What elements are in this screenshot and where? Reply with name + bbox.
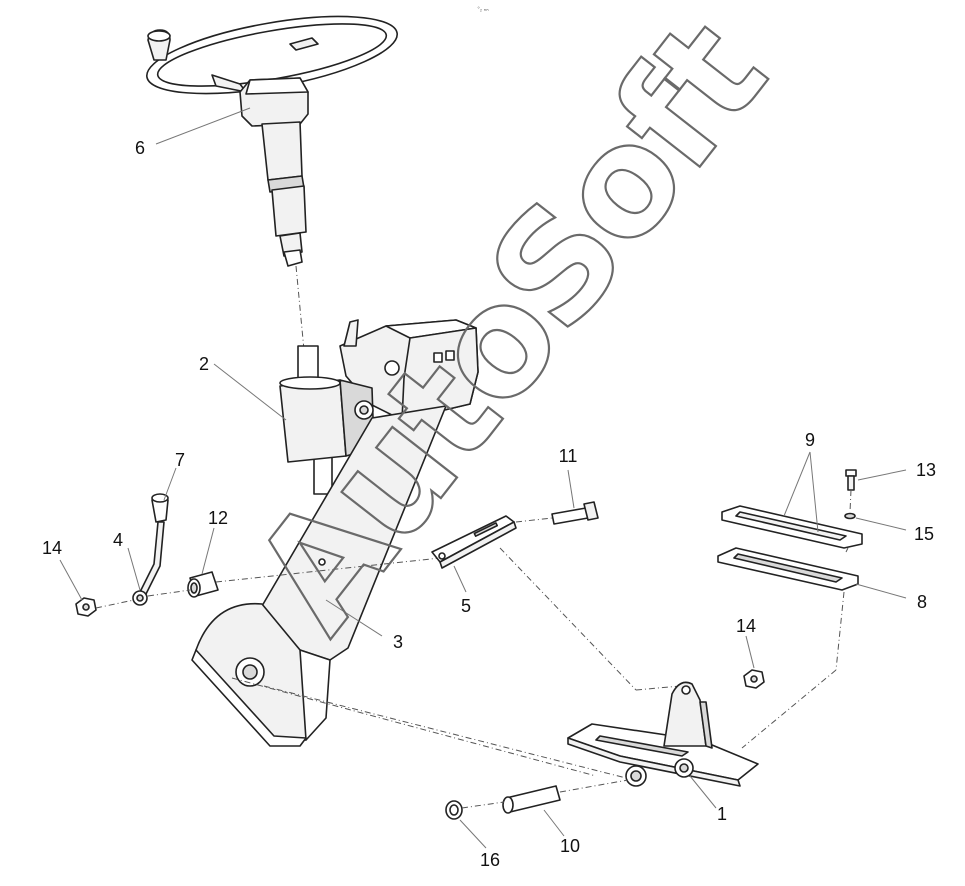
axis-link-base [499,547,637,691]
pin-10 [502,785,561,814]
axis-gasket-base [835,591,845,671]
callout-9: 9 [805,430,815,450]
bushing-12 [187,571,219,598]
axis-lever-bushing [147,589,191,597]
snap-ring-16 [445,800,463,820]
axis-wheel-column [295,265,305,351]
callout-3: 3 [393,632,403,652]
callout-16: 16 [480,850,500,870]
steering-wheel-assembly [146,15,398,267]
axis-nut-lever [95,599,135,609]
small-lever [132,493,169,606]
callout-11: 11 [559,446,578,466]
washer-15 [844,512,856,520]
link-plate [431,515,517,569]
hex-nut-left [75,597,97,617]
callout-14-left: 14 [42,538,62,558]
axis-pin-base [559,779,629,793]
callout-10: 10 [560,836,580,856]
pedal-bracket-frame [191,405,447,747]
callout-2: 2 [199,354,209,374]
base-bracket [567,681,759,787]
axis-bolt-washer [849,489,852,513]
bolt-13 [845,469,857,491]
callout-13: 13 [916,460,936,480]
callout-1: 1 [717,804,727,824]
steering-column-housing [279,319,479,495]
axis-gasket [845,547,849,553]
callout-labels: 1 2 3 4 5 6 7 8 9 10 11 12 13 14 14 15 1… [42,138,936,870]
gasket-9 [721,505,863,549]
axis-link-base-2 [635,685,681,691]
leader-lines [59,107,907,849]
hex-nut-right [743,669,765,689]
axis-gasket-base-2 [741,669,837,749]
callout-5: 5 [461,596,471,616]
top-mark: °₂ ₙₙ [477,7,489,13]
callout-14-right: 14 [736,616,756,636]
bolt-11 [551,501,599,525]
axis-frame-base [263,685,627,779]
axis-link-bolt [515,517,553,523]
callout-12: 12 [208,508,228,528]
gasket-8 [717,547,859,591]
axis-frame-base-2 [231,677,597,777]
callout-7: 7 [175,450,185,470]
callout-6: 6 [135,138,145,158]
axis-bushing-link [215,557,441,583]
callout-4: 4 [113,530,123,550]
callout-8: 8 [917,592,927,612]
axis-ring-pin [461,801,505,809]
callout-15: 15 [914,524,934,544]
